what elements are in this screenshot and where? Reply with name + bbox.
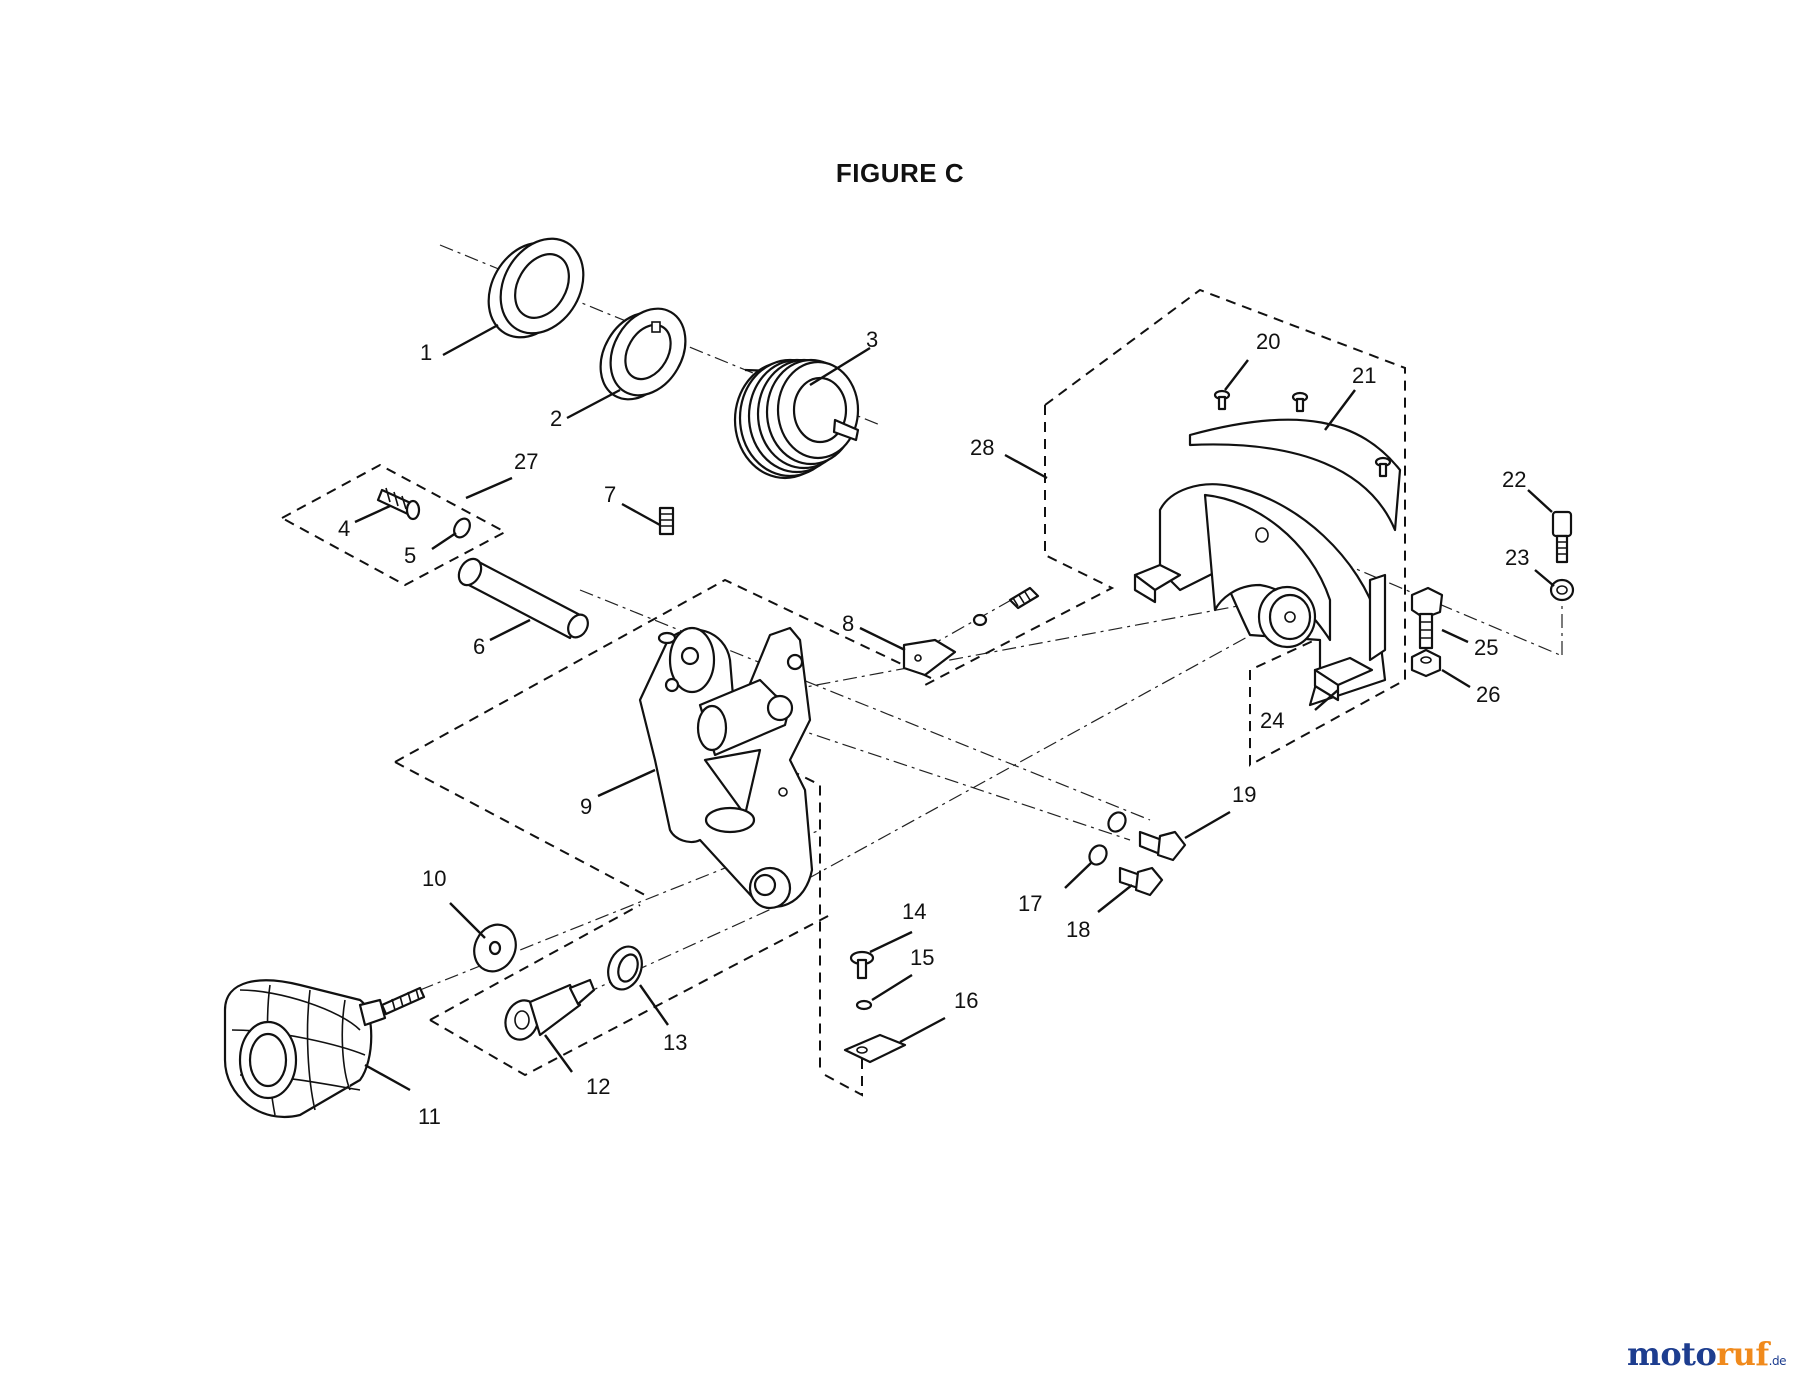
watermark-logo: motoruf.de xyxy=(1626,1335,1787,1373)
part-19-bolt-washer xyxy=(1107,811,1187,862)
part-18-bolt xyxy=(1118,866,1164,897)
leader-lines xyxy=(354,323,1555,1092)
part-6-pivot-pin xyxy=(457,557,589,640)
part-4-stud xyxy=(376,487,421,521)
callout-24: 24 xyxy=(1260,708,1284,733)
callout-22: 22 xyxy=(1502,467,1526,492)
callout-18: 18 xyxy=(1066,917,1090,942)
part-14-screw xyxy=(849,950,875,980)
callout-14: 14 xyxy=(902,899,926,924)
callout-17: 17 xyxy=(1018,891,1042,916)
part-23-washer xyxy=(1549,578,1575,602)
callout-6: 6 xyxy=(473,634,485,659)
callout-25: 25 xyxy=(1474,635,1498,660)
part-9-pivot-bracket xyxy=(638,626,814,910)
callout-12: 12 xyxy=(586,1074,610,1099)
callout-19: 19 xyxy=(1232,782,1256,807)
part-16-plate xyxy=(843,1033,907,1064)
kit-outline-16 xyxy=(824,1040,863,1097)
callout-26: 26 xyxy=(1476,682,1500,707)
callout-16: 16 xyxy=(954,988,978,1013)
callout-10: 10 xyxy=(422,866,446,891)
callout-11: 11 xyxy=(418,1104,441,1129)
callout-27: 27 xyxy=(514,449,538,474)
callout-28: 28 xyxy=(970,435,994,460)
callout-1: 1 xyxy=(420,340,432,365)
callout-15: 15 xyxy=(910,945,934,970)
kit-outline-9 xyxy=(394,578,936,1077)
part-12-shoulder-bolt xyxy=(504,978,596,1041)
part-3-torsion-spring xyxy=(733,358,860,480)
callout-20: 20 xyxy=(1256,329,1280,354)
callout-5: 5 xyxy=(404,543,416,568)
part-13-washer xyxy=(607,945,643,991)
kit-outline-27 xyxy=(279,463,508,587)
part-1-seal-ring xyxy=(487,237,585,339)
callout-21: 21 xyxy=(1352,363,1376,388)
callout-3: 3 xyxy=(866,327,878,352)
part-22-cap-screw xyxy=(1551,510,1573,564)
part-5-o-ring xyxy=(453,517,471,539)
figure-title: FIGURE C xyxy=(835,158,965,188)
callout-7: 7 xyxy=(604,482,616,507)
part-8-bracket-plate xyxy=(902,586,1040,677)
part-25-hex-bolt xyxy=(1410,586,1444,650)
part-2-keyed-washer xyxy=(599,307,687,401)
callout-4: 4 xyxy=(338,516,350,541)
callout-9: 9 xyxy=(580,794,592,819)
part-17-washer xyxy=(1088,844,1108,866)
callout-13: 13 xyxy=(663,1030,687,1055)
part-26-hex-nut xyxy=(1410,648,1442,678)
callout-23: 23 xyxy=(1505,545,1529,570)
part-7-set-screw xyxy=(658,506,675,536)
part-24-miter-base xyxy=(1133,483,1387,707)
callout-numbers: 1 2 3 4 5 6 7 8 9 10 11 12 13 14 15 16 1… xyxy=(338,327,1529,1129)
part-21-miter-scale xyxy=(1188,418,1402,532)
part-11-lock-knob xyxy=(223,979,426,1118)
part-20-scale-screws xyxy=(1213,389,1392,478)
callout-2: 2 xyxy=(550,406,562,431)
part-15-washer xyxy=(855,999,873,1011)
alignment-lines xyxy=(419,244,1563,1006)
callout-8: 8 xyxy=(842,611,854,636)
